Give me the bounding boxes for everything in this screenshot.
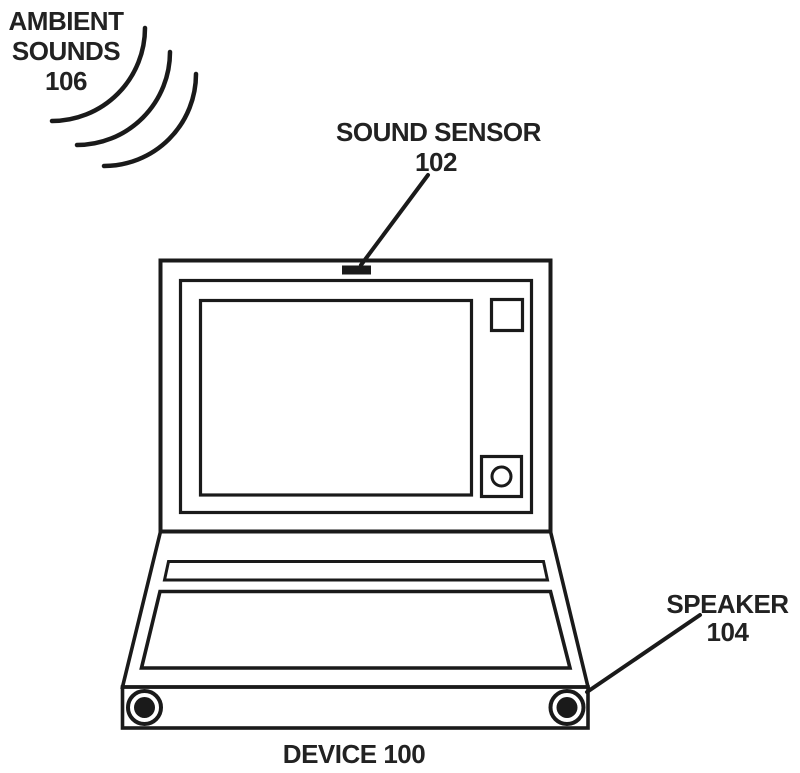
hinge-strip bbox=[162, 560, 550, 582]
sound-sensor-label-name: SOUND SENSOR bbox=[336, 117, 541, 147]
sound-wave-arc-3 bbox=[101, 71, 199, 169]
bezel-button-circle bbox=[490, 465, 513, 488]
sound-sensor-ref-num: 102 bbox=[415, 147, 457, 177]
ambient-sounds-label-line1: AMBIENT bbox=[8, 6, 124, 36]
sound-wave-arc-1 bbox=[49, 25, 148, 124]
device-caption-text: DEVICE 100 bbox=[282, 739, 426, 769]
bezel-small-square bbox=[489, 297, 525, 333]
ambient-sounds-label: AMBIENT SOUNDS 106 bbox=[4, 6, 128, 96]
bezel-button-square bbox=[479, 454, 524, 499]
base-top-surface bbox=[120, 529, 591, 689]
sound-waves-icon bbox=[49, 25, 199, 169]
speaker-label-name: SPEAKER bbox=[666, 589, 789, 619]
right-speaker-cone bbox=[556, 697, 578, 718]
left-speaker-outer-ring bbox=[126, 689, 163, 726]
device-caption: DEVICE 100 bbox=[279, 739, 429, 769]
speaker-ref-num: 104 bbox=[706, 617, 749, 647]
speaker-leader-line bbox=[585, 613, 702, 694]
speaker-label: SPEAKER 104 bbox=[650, 590, 800, 646]
sound-wave-arc-2 bbox=[74, 49, 173, 148]
base-front-face bbox=[120, 685, 590, 730]
ambient-sounds-ref-num: 106 bbox=[45, 66, 87, 96]
screen-bezel bbox=[178, 278, 534, 515]
sound-sensor-mark bbox=[342, 265, 371, 275]
ambient-sounds-label-line2: SOUNDS bbox=[11, 36, 121, 66]
sound-sensor-leader-line bbox=[359, 173, 430, 267]
left-speaker-cone bbox=[134, 697, 155, 718]
right-speaker-outer-ring bbox=[548, 689, 586, 726]
keyboard-area bbox=[139, 589, 573, 670]
sound-sensor-label: SOUND SENSOR 102 bbox=[336, 117, 541, 177]
display-area bbox=[198, 298, 474, 497]
